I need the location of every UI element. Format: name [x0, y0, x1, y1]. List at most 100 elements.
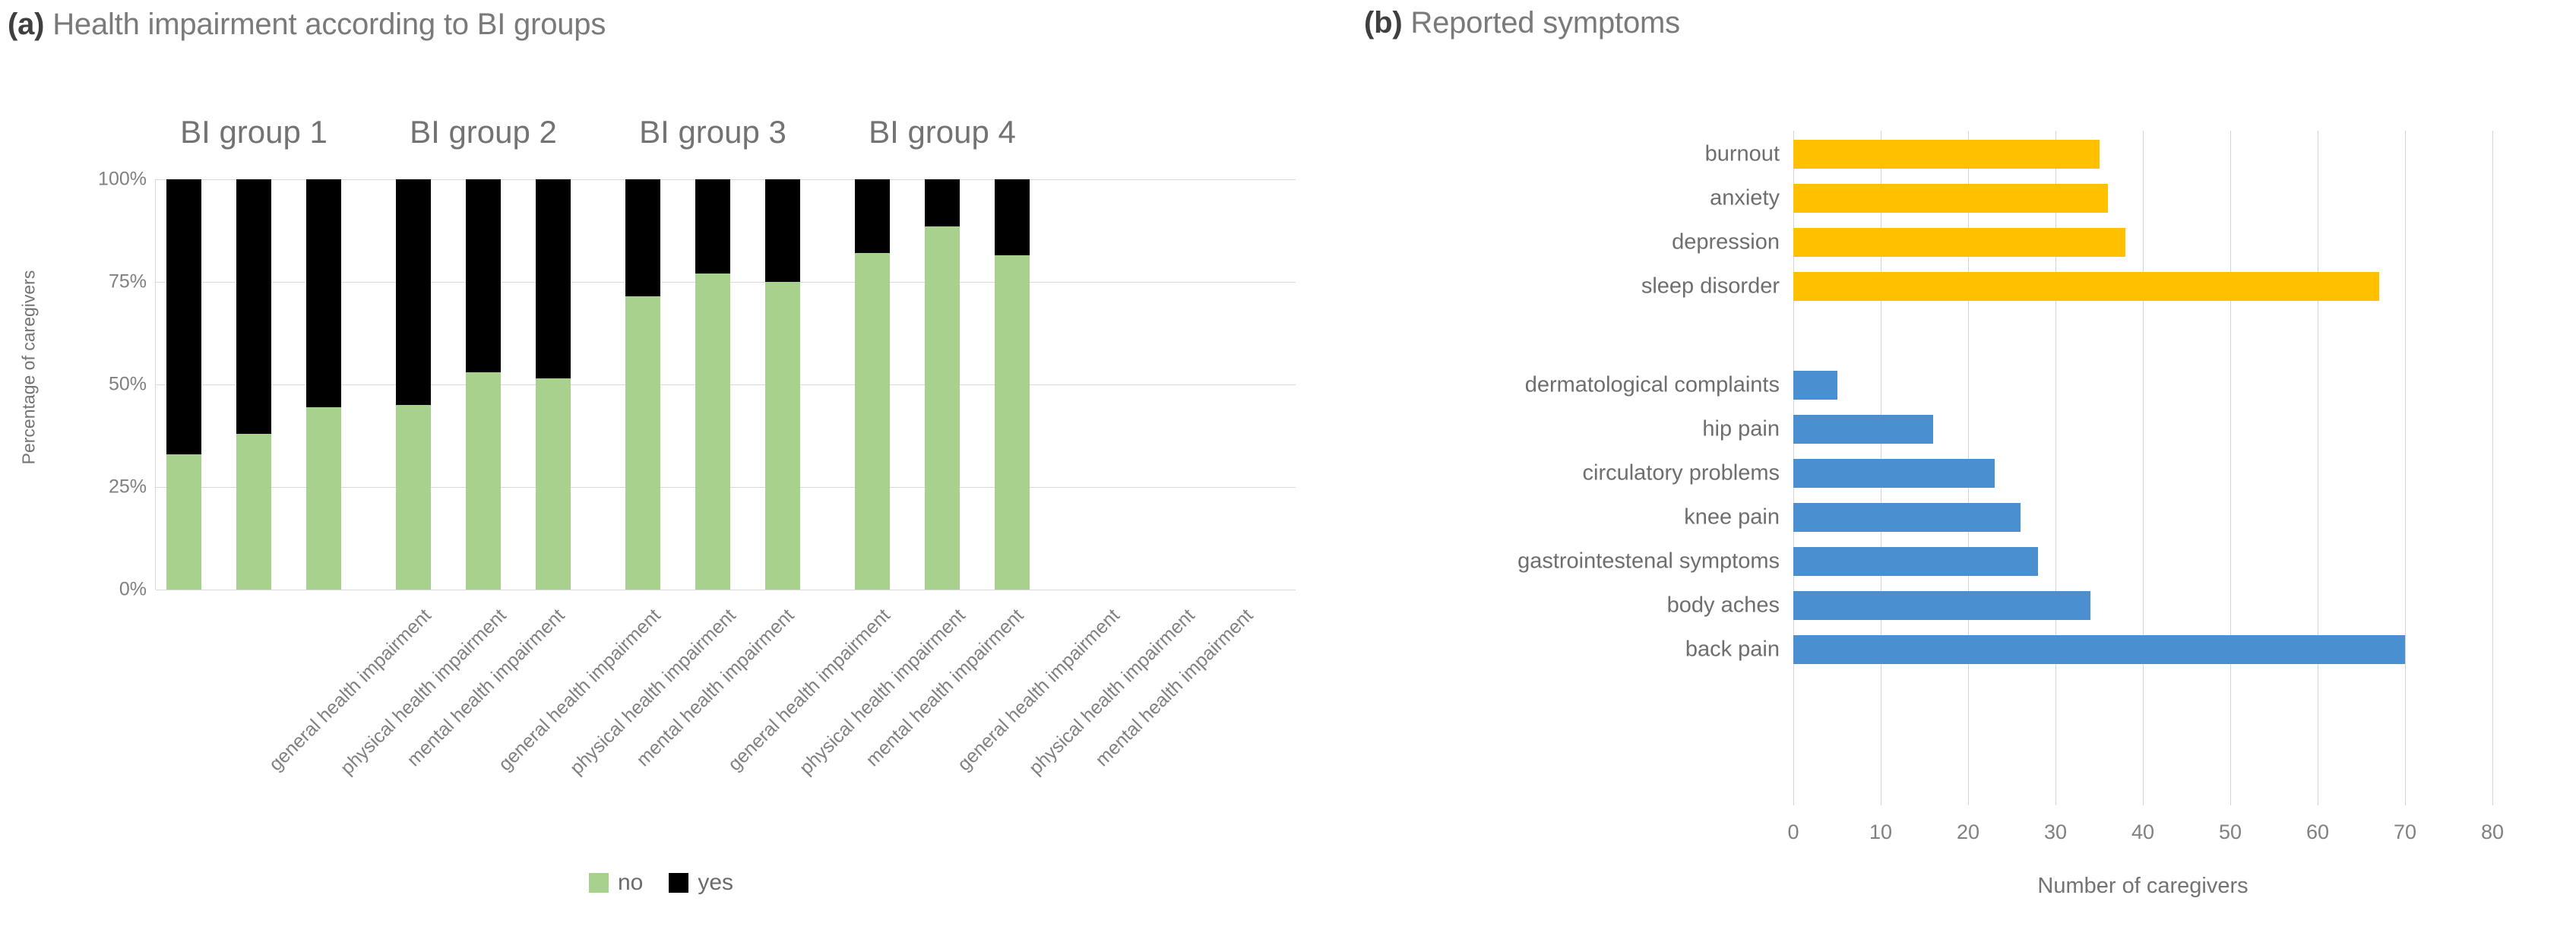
y-tick-label: 50% — [108, 373, 147, 395]
symptom-bar — [1793, 272, 2379, 301]
bar-segment-no — [236, 433, 271, 590]
panel-b-x-axis-title: Number of caregivers — [2037, 874, 2248, 898]
panel-a-y-axis-line — [155, 179, 156, 590]
bar-segment-yes — [166, 179, 201, 454]
bi-group-header: BI group 2 — [410, 114, 557, 150]
symptom-bar — [1793, 371, 1837, 400]
panel-a-tag: (a) — [8, 8, 45, 41]
gridline-x-50: 50 — [2219, 131, 2242, 843]
x-tick-label: 30 — [2043, 821, 2068, 843]
bar-segment-no — [925, 226, 960, 590]
symptom-row: anxiety — [1710, 184, 2492, 213]
bar-segment-yes — [236, 179, 271, 434]
symptom-bar — [1793, 547, 2038, 576]
symptom-bar — [1793, 591, 2090, 620]
legend-swatch-icon — [588, 873, 609, 893]
symptom-label: body aches — [1666, 593, 1780, 618]
symptom-row: depression — [1672, 228, 2492, 257]
stacked-bar — [855, 179, 890, 590]
legend-label: yes — [698, 870, 734, 895]
bar-segment-yes — [466, 179, 501, 372]
bar-segment-yes — [536, 179, 571, 378]
symptom-row: gastrointestenal symptoms — [1517, 547, 2492, 576]
stacked-bar — [536, 179, 571, 590]
symptom-label: sleep disorder — [1641, 274, 1780, 299]
bar-segment-no — [855, 253, 890, 590]
x-tick-label: 50 — [2218, 821, 2242, 843]
gridline-x-30: 30 — [2044, 131, 2067, 843]
x-tick-label: 80 — [2480, 821, 2505, 843]
legend-swatch-icon — [669, 873, 689, 893]
panel-reported-symptoms: (b) Reported symptoms Number of caregive… — [1322, 0, 2576, 952]
panel-b-title: (b) Reported symptoms — [1364, 6, 1680, 40]
y-tick-label: 0% — [119, 578, 147, 600]
x-tick-label: 60 — [2305, 821, 2330, 843]
bar-segment-no — [765, 282, 800, 590]
bar-segment-no — [625, 296, 660, 590]
panel-a-plot-area: 0%25%50%75%100% — [98, 169, 1296, 600]
stacked-bar — [925, 179, 960, 590]
stacked-bar — [166, 179, 201, 590]
bar-segment-yes — [855, 179, 890, 254]
bar-segment-no — [695, 274, 730, 590]
symptom-bar — [1793, 503, 2021, 532]
stacked-bar — [625, 179, 660, 590]
legend-label: no — [617, 870, 644, 895]
bar-segment-no — [995, 255, 1030, 590]
bar-segment-yes — [995, 179, 1030, 255]
x-tick-label: 10 — [1869, 821, 1893, 843]
symptom-label: circulatory problems — [1582, 460, 1780, 485]
bar-segment-yes — [925, 179, 960, 227]
symptom-row: hip pain — [1702, 415, 2492, 444]
gridline-x-80: 80 — [2481, 131, 2504, 843]
panel-a-title-text: Health impairment according to BI groups — [52, 8, 606, 41]
symptom-bar — [1793, 459, 1995, 488]
panel-a-title: (a) Health impairment according to BI gr… — [8, 8, 606, 42]
x-tick-label: 40 — [2131, 821, 2155, 843]
bar-segment-yes — [765, 179, 800, 282]
symptom-label: knee pain — [1684, 504, 1780, 530]
stacked-bar — [396, 179, 431, 590]
symptom-row: sleep disorder — [1641, 272, 2492, 301]
symptom-label: gastrointestenal symptoms — [1517, 549, 1780, 574]
panel-b-tag: (b) — [1364, 6, 1403, 40]
symptom-bar — [1793, 184, 2108, 213]
bar-segment-no — [396, 405, 431, 590]
stacked-bar — [236, 179, 271, 590]
legend-item: yes — [669, 870, 733, 896]
panel-a-legend: no yes — [0, 870, 1322, 896]
gridline-x-40: 40 — [2131, 131, 2154, 843]
symptom-bar — [1793, 228, 2125, 257]
x-tick-label: 70 — [2393, 821, 2417, 843]
symptom-label: back pain — [1685, 637, 1780, 662]
y-tick-label: 100% — [98, 168, 147, 190]
bar-segment-yes — [396, 179, 431, 405]
stacked-bar — [995, 179, 1030, 590]
symptom-label: burnout — [1704, 141, 1780, 166]
symptom-label: depression — [1672, 229, 1780, 255]
gridline-x-70: 70 — [2394, 131, 2416, 843]
panel-b-title-text: Reported symptoms — [1410, 6, 1680, 40]
bar-segment-yes — [625, 179, 660, 296]
symptom-bar — [1793, 635, 2405, 664]
stacked-bar — [695, 179, 730, 590]
bi-group-header: BI group 3 — [639, 114, 786, 150]
bar-segment-yes — [695, 179, 730, 274]
symptom-bar — [1793, 415, 1933, 444]
panel-a-y-axis-title: Percentage of caregivers — [18, 270, 39, 465]
x-tick-label: 0 — [1787, 821, 1799, 843]
bar-segment-no — [536, 378, 571, 590]
symptom-row: burnout — [1705, 140, 2492, 169]
symptom-row: knee pain — [1684, 503, 2492, 532]
panel-health-impairment: (a) Health impairment according to BI gr… — [0, 8, 1322, 896]
symptom-row: circulatory problems — [1583, 459, 2492, 488]
stacked-bar — [765, 179, 800, 590]
legend-item: no — [588, 870, 644, 896]
stacked-bar — [466, 179, 501, 590]
symptom-label: anxiety — [1710, 185, 1780, 210]
symptom-label: dermatological complaints — [1524, 372, 1780, 397]
bar-segment-no — [306, 406, 341, 590]
symptom-bar — [1793, 140, 2100, 169]
